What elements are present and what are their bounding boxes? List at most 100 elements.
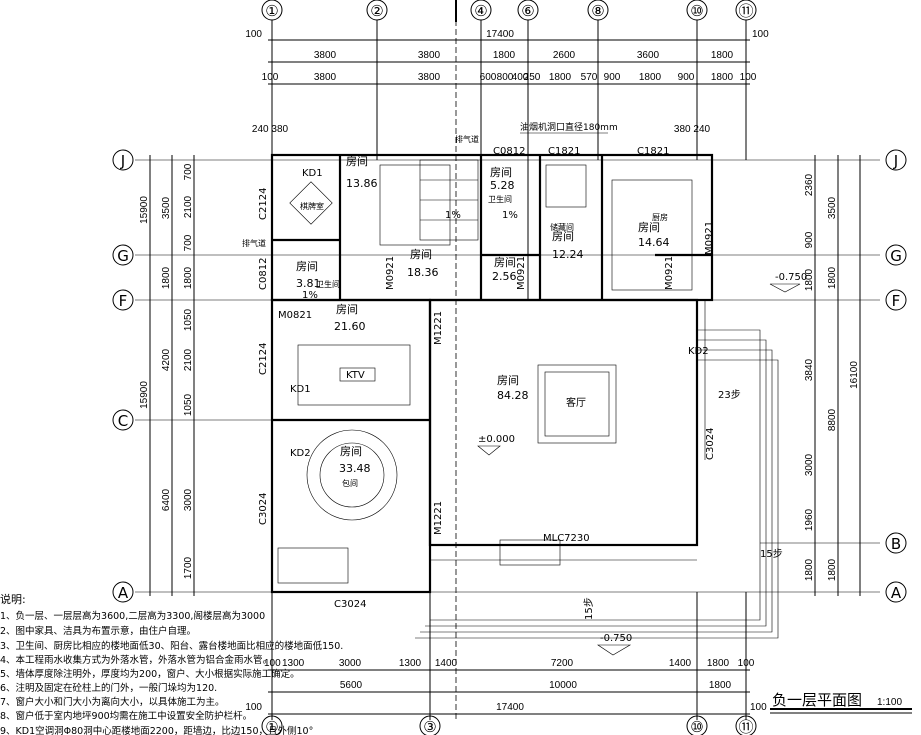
svg-text:KD2: KD2	[290, 448, 311, 459]
svg-text:1400: 1400	[435, 658, 458, 669]
opening-tags: KD1 C0812 C1821 C1821 C2124 C0812 M0821 …	[258, 146, 716, 610]
svg-text:100: 100	[738, 658, 755, 669]
svg-text:房间: 房间	[497, 374, 519, 387]
svg-text:800: 800	[497, 72, 514, 83]
svg-text:3600: 3600	[637, 50, 660, 61]
axis-11: ⑪	[738, 2, 753, 20]
svg-text:900: 900	[804, 231, 815, 248]
svg-text:房间: 房间	[346, 155, 368, 168]
svg-text:C2124: C2124	[258, 188, 269, 220]
svg-text:250: 250	[524, 72, 541, 83]
svg-text:1300: 1300	[399, 658, 422, 669]
svg-text:1800: 1800	[711, 72, 734, 83]
svg-text:-0.750: -0.750	[600, 633, 632, 644]
dimensions-right: 2360 900 1800 3840 3000 1960 1800 3500 1…	[804, 155, 861, 596]
svg-text:M0921: M0921	[385, 256, 396, 290]
svg-text:5600: 5600	[340, 680, 363, 691]
svg-text:房间: 房间	[296, 260, 318, 273]
svg-text:1800: 1800	[183, 266, 194, 289]
svg-text:1050: 1050	[183, 308, 194, 331]
svg-text:房间: 房间	[336, 303, 358, 316]
svg-text:2600: 2600	[553, 50, 576, 61]
furniture	[277, 181, 617, 584]
svg-text:房间: 房间	[494, 256, 516, 269]
room-2-56: 房间2.56	[492, 256, 517, 283]
svg-text:9、KD1空调洞Φ80洞中心距楼地面2200，距墙边，比边1: 9、KD1空调洞Φ80洞中心距楼地面2200，距墙边，比边150，且外侧10°	[0, 725, 313, 735]
svg-text:380 240: 380 240	[674, 124, 711, 135]
svg-text:21.60: 21.60	[334, 320, 366, 333]
svg-text:3000: 3000	[183, 488, 194, 511]
svg-text:房间: 房间	[490, 166, 512, 179]
svg-text:1800: 1800	[161, 266, 172, 289]
axis-2: ②	[370, 2, 383, 20]
svg-text:KD1: KD1	[290, 384, 311, 395]
svg-text:17400: 17400	[496, 702, 524, 713]
svg-text:厨房: 厨房	[652, 212, 668, 222]
svg-text:6400: 6400	[161, 488, 172, 511]
svg-text:900: 900	[678, 72, 695, 83]
svg-text:1800: 1800	[549, 72, 572, 83]
svg-text:4、本工程雨水收集方式为外落水管，外落水管为铝合金雨水管。: 4、本工程雨水收集方式为外落水管，外落水管为铝合金雨水管。	[0, 654, 272, 666]
svg-text:房间: 房间	[410, 248, 432, 261]
svg-text:400: 400	[512, 72, 529, 83]
svg-text:C: C	[118, 412, 128, 430]
svg-text:M1221: M1221	[433, 311, 444, 345]
svg-text:G: G	[890, 247, 902, 265]
drawing-title: 负一层平面图 1:100	[770, 691, 912, 714]
svg-text:M0821: M0821	[278, 310, 312, 321]
svg-text:100: 100	[740, 72, 757, 83]
svg-text:12.24: 12.24	[552, 248, 584, 261]
svg-text:1400: 1400	[669, 658, 692, 669]
svg-text:1300: 1300	[282, 658, 305, 669]
svg-text:7200: 7200	[551, 658, 574, 669]
svg-text:15步: 15步	[583, 597, 595, 620]
svg-text:600: 600	[480, 72, 497, 83]
svg-text:15900: 15900	[139, 381, 150, 409]
svg-text:1800: 1800	[707, 658, 730, 669]
svg-text:KTV: KTV	[346, 370, 365, 381]
svg-text:1、负一层、一层层高为3600,二层高为3300,阁楼层高为: 1、负一层、一层层高为3600,二层高为3300,阁楼层高为3000	[0, 610, 265, 622]
axis-3-bottom: ③	[423, 718, 436, 735]
svg-text:A: A	[891, 584, 902, 602]
svg-text:15900: 15900	[139, 196, 150, 224]
svg-text:1050: 1050	[183, 393, 194, 416]
dimensions-bottom: 100 1300 3000 1300 1400 7200 1400 1800 1…	[245, 658, 767, 715]
svg-text:1800: 1800	[827, 558, 838, 581]
svg-text:3、卫生间、厨房比相应的楼地面低30、阳台、露台楼地面比相应: 3、卫生间、厨房比相应的楼地面低30、阳台、露台楼地面比相应的楼地面低150.	[0, 640, 343, 652]
svg-text:客厅: 客厅	[566, 396, 586, 409]
svg-text:C0812: C0812	[493, 146, 525, 157]
svg-text:M1221: M1221	[433, 501, 444, 535]
svg-text:900: 900	[604, 72, 621, 83]
svg-text:3800: 3800	[314, 50, 337, 61]
svg-text:1:100: 1:100	[877, 697, 902, 708]
svg-text:M0921: M0921	[704, 221, 715, 255]
svg-text:2100: 2100	[183, 348, 194, 371]
svg-text:240 380: 240 380	[252, 124, 289, 135]
svg-text:3800: 3800	[314, 72, 337, 83]
svg-text:F: F	[892, 292, 901, 310]
svg-text:MLC7230: MLC7230	[543, 533, 590, 544]
svg-text:23步: 23步	[718, 389, 741, 401]
svg-text:棋牌室: 棋牌室	[300, 201, 324, 211]
svg-text:J: J	[120, 152, 125, 170]
svg-text:2.56: 2.56	[492, 270, 517, 283]
svg-text:3000: 3000	[804, 453, 815, 476]
svg-text:负一层平面图: 负一层平面图	[772, 691, 862, 709]
svg-text:100: 100	[262, 72, 279, 83]
svg-text:2100: 2100	[183, 195, 194, 218]
svg-text:3800: 3800	[418, 72, 441, 83]
svg-text:1800: 1800	[827, 266, 838, 289]
svg-text:房间: 房间	[638, 221, 660, 234]
svg-text:C1821: C1821	[637, 146, 669, 157]
axis-4: ④	[474, 2, 487, 20]
svg-text:储藏间: 储藏间	[550, 222, 574, 232]
svg-text:C3024: C3024	[705, 428, 716, 460]
svg-text:2、图中家具、洁具为布置示意，由住户自理。: 2、图中家具、洁具为布置示意，由住户自理。	[0, 625, 196, 637]
